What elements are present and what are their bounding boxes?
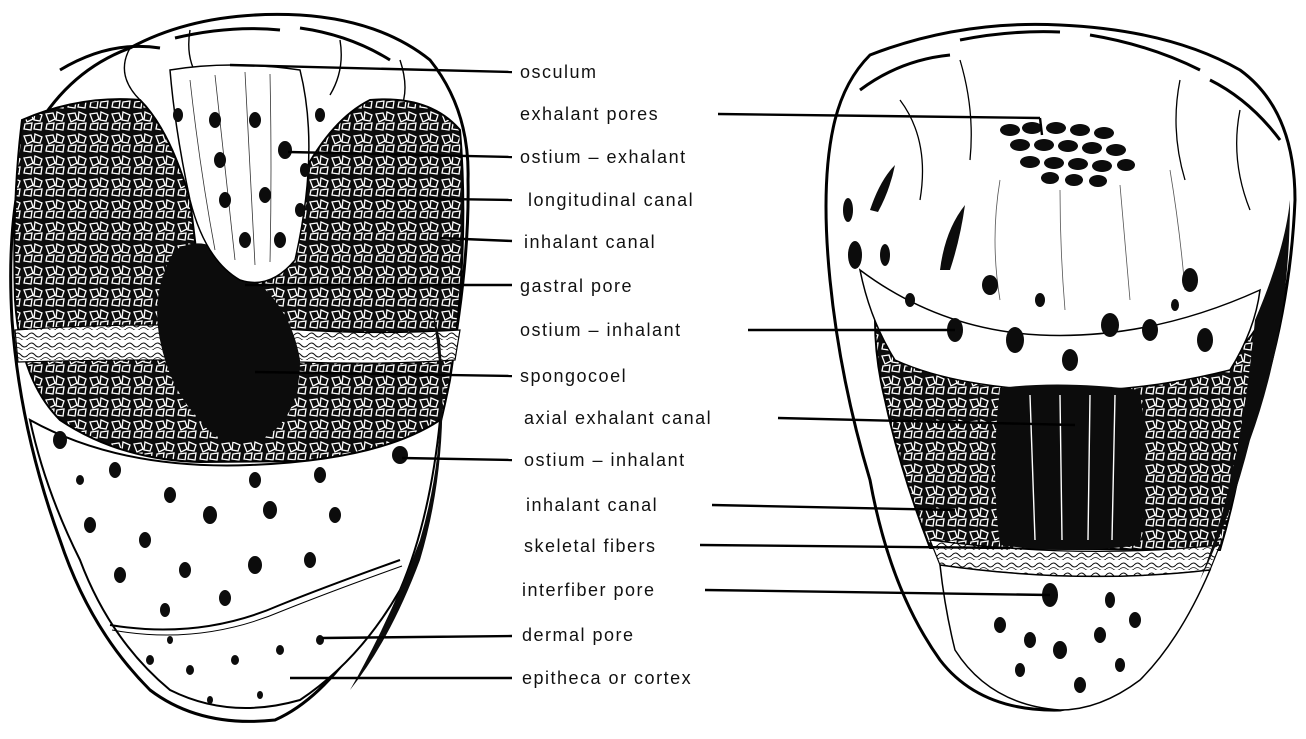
- label-inhalant-canal-2: inhalant canal: [526, 495, 658, 515]
- label-ostium-inhalant-1: ostium – inhalant: [520, 320, 682, 340]
- label-gastral-pore: gastral pore: [520, 276, 633, 296]
- axial-canal-column: [995, 384, 1145, 550]
- label-longitudinal-canal: longitudinal canal: [528, 190, 694, 210]
- label-ostium-inhalant-2: ostium – inhalant: [524, 450, 686, 470]
- label-ostium-exhalant: ostium – exhalant: [520, 147, 687, 167]
- label-spongocoel: spongocoel: [520, 366, 627, 386]
- label-osculum: osculum: [520, 62, 598, 82]
- label-dermal-pore: dermal pore: [522, 625, 635, 645]
- label-epitheca-or-cortex: epitheca or cortex: [522, 668, 692, 688]
- right-sponge-drawing: [826, 24, 1295, 710]
- label-exhalant-pores: exhalant pores: [520, 104, 659, 124]
- left-sponge-drawing: [11, 14, 468, 721]
- labels: osculum exhalant pores ostium – exhalant…: [520, 62, 712, 688]
- label-inhalant-canal-1: inhalant canal: [524, 232, 656, 252]
- label-axial-exhalant-canal: axial exhalant canal: [524, 408, 712, 428]
- label-interfiber-pore: interfiber pore: [522, 580, 656, 600]
- label-skeletal-fibers: skeletal fibers: [524, 536, 657, 556]
